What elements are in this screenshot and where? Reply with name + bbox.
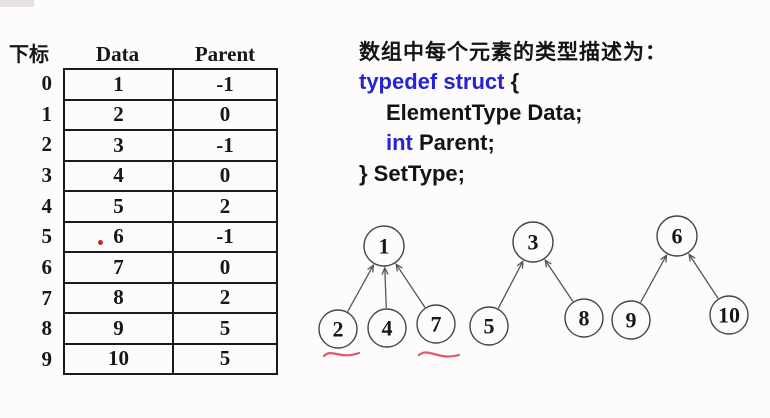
node-label: 9 (626, 308, 637, 333)
code-keyword: typedef struct (359, 69, 511, 94)
index-cell: 5 (41, 224, 53, 249)
corner-artifact (0, 0, 34, 7)
node-label: 4 (382, 316, 393, 341)
node-circle (469, 306, 509, 346)
node-circle (656, 215, 698, 257)
parent-edge (544, 258, 574, 302)
code-line: typedef struct { (359, 67, 667, 98)
data-cell: 3 (63, 129, 174, 162)
code-text: } SetType; (359, 161, 465, 187)
node-label: 6 (672, 224, 683, 249)
index-cell: 9 (41, 347, 53, 372)
code-text: ElementType Data; (386, 99, 583, 125)
parent-edge (347, 263, 375, 312)
parent-edge (381, 266, 389, 309)
node-circle (318, 309, 358, 349)
data-cell: 10 (63, 342, 174, 375)
index-cell: 8 (41, 316, 53, 341)
code-line: } SetType; (359, 159, 667, 190)
node-circle (367, 308, 407, 348)
tree-node: 6 (656, 215, 698, 257)
index-cell: 6 (41, 254, 53, 279)
data-cell: 5 (63, 190, 174, 223)
tree-node: 5 (469, 306, 509, 346)
tree-node: 4 (367, 308, 407, 348)
parent-cell: -1 (172, 220, 278, 253)
node-circle (611, 300, 651, 340)
parent-cell: 0 (172, 159, 278, 192)
parent-cell: 0 (172, 98, 278, 131)
tree-node: 8 (564, 298, 604, 338)
parent-edge (688, 253, 719, 299)
index-cell: 4 (41, 193, 53, 218)
code-text: Parent; (412, 130, 495, 156)
node-label: 8 (579, 306, 590, 331)
tree-node: 2 (318, 309, 358, 349)
node-circle (416, 304, 456, 344)
data-cell: 2 (63, 98, 174, 131)
parent-edge (497, 260, 524, 309)
code-line: int Parent; (359, 128, 667, 159)
parent-cell: 5 (172, 342, 278, 375)
code-keyword: int (386, 130, 413, 156)
code-intro: 数组中每个元素的类型描述为： (359, 41, 667, 64)
parent-cell: -1 (172, 129, 278, 162)
code-text: { (510, 69, 520, 94)
tree-node: 1 (363, 225, 405, 267)
data-cell: 4 (63, 159, 174, 192)
tree-node: 7 (416, 304, 456, 344)
tree-node: 9 (611, 300, 651, 340)
node-label: 3 (528, 230, 539, 255)
node-circle (512, 221, 554, 263)
code-line: ElementType Data; (359, 98, 667, 129)
parent-cell: 5 (172, 312, 278, 345)
node-label: 1 (379, 234, 390, 259)
col-header-parent: Parent (194, 42, 256, 66)
tree-node: 10 (709, 295, 749, 335)
data-cell: 6 (63, 220, 174, 253)
node-label: 7 (431, 312, 442, 337)
node-label: 5 (484, 314, 495, 339)
index-cell: 7 (41, 285, 53, 310)
code-block: 数组中每个元素的类型描述为： typedef struct {ElementTy… (359, 38, 667, 190)
node-circle (363, 225, 405, 267)
data-cell: 7 (63, 251, 174, 284)
parent-edge (640, 253, 668, 303)
node-label: 10 (718, 303, 740, 328)
table-row: 3-1 (63, 129, 278, 162)
parent-cell: 2 (172, 190, 278, 223)
index-column: 0 1 2 3 4 5 6 7 8 9 (0, 68, 53, 375)
tree-node: 3 (512, 221, 554, 263)
index-cell: 3 (41, 162, 53, 187)
underline-node-2 (322, 351, 361, 358)
parent-edge (395, 263, 426, 308)
col-header-data: Data (95, 42, 140, 66)
annotation-dot (98, 240, 103, 245)
index-column-header: 下标 (9, 42, 49, 66)
index-cell: 0 (41, 70, 53, 95)
code-lines: typedef struct {ElementType Data;int Par… (359, 67, 667, 190)
node-circle (709, 295, 749, 335)
table-row: 6-1 (63, 220, 278, 253)
index-cell: 1 (41, 101, 53, 126)
index-cell: 2 (41, 132, 53, 157)
node-circle (564, 298, 604, 338)
underline-node-7 (417, 351, 461, 358)
node-label: 2 (333, 317, 344, 342)
